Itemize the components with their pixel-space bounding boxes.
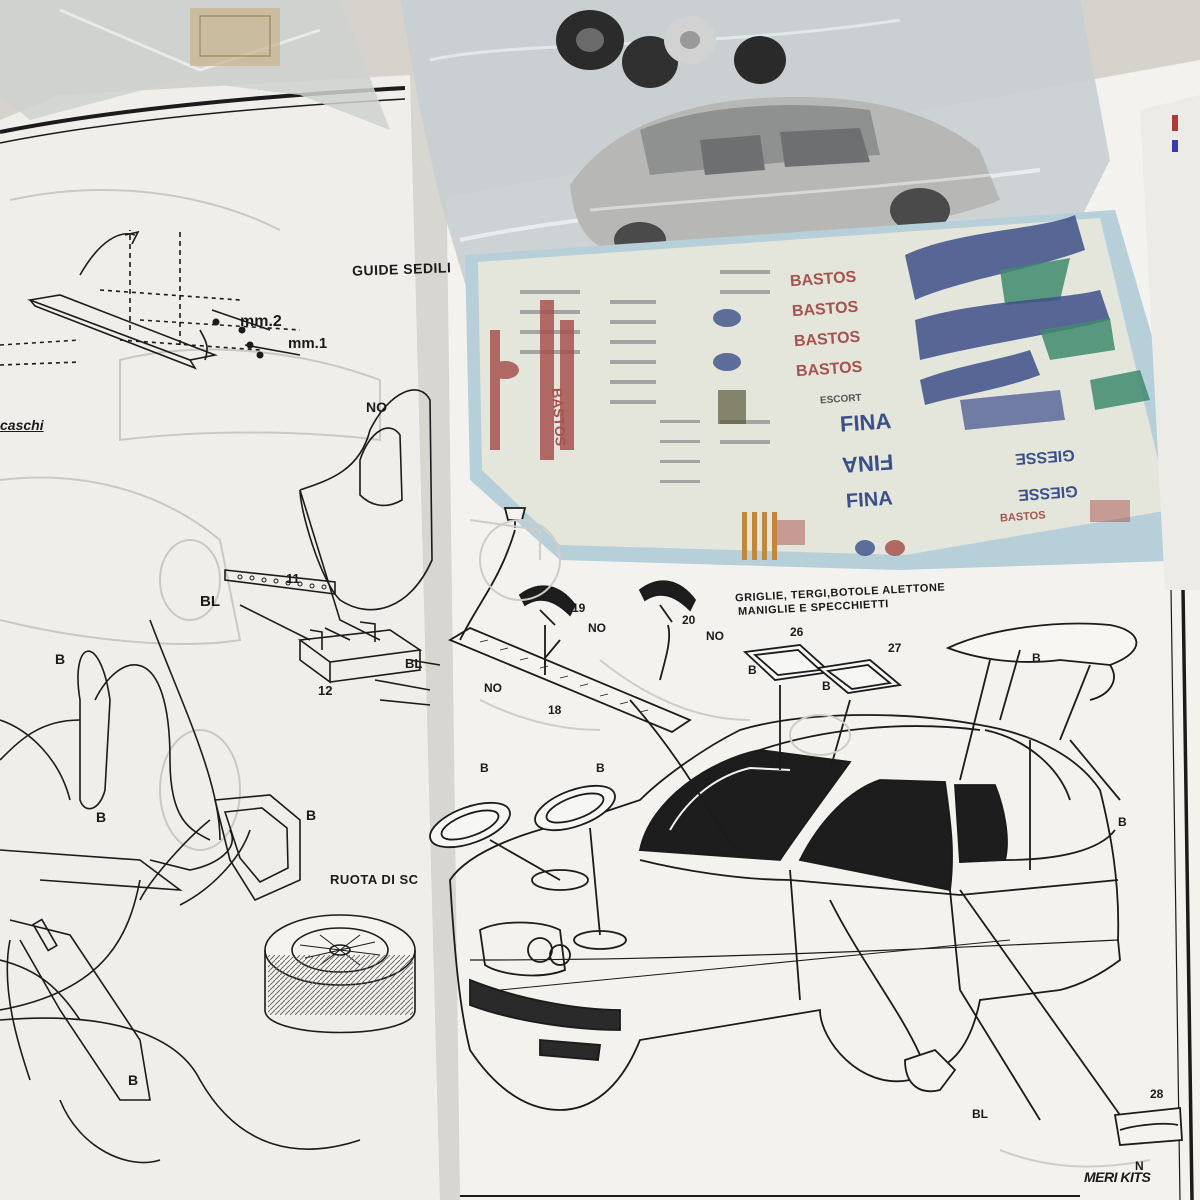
- label-b-hoop: B: [306, 807, 317, 823]
- guide-sedili-title: GUIDE SEDILI: [351, 259, 452, 279]
- part-number-11: 11: [286, 571, 300, 586]
- label-caschi: caschi: [0, 417, 44, 433]
- label-b-cage-bottom: B: [128, 1072, 139, 1088]
- label-b-spoiler: B: [1032, 651, 1041, 665]
- part-number-19: 19: [572, 601, 586, 615]
- part-number-12: 12: [318, 683, 333, 698]
- label-no-19: NO: [588, 621, 606, 635]
- label-no-18: NO: [484, 681, 502, 695]
- part-number-18: 18: [548, 703, 562, 717]
- label-mm1: mm.1: [288, 335, 328, 352]
- label-no-20: NO: [706, 629, 724, 643]
- label-bl-bracket: BL: [200, 593, 220, 610]
- label-bl-base: BL: [405, 656, 423, 671]
- label-b-cage-mid: B: [96, 809, 107, 825]
- label-n-28: N: [1135, 1159, 1144, 1173]
- label-b-vent-1: B: [480, 761, 489, 775]
- part-number-28: 28: [1150, 1087, 1164, 1101]
- metal-car-body: [570, 96, 1000, 258]
- label-b-rear: B: [1118, 815, 1127, 829]
- label-b-cage-top: B: [55, 651, 66, 667]
- label-b-hatch-26: B: [748, 663, 757, 677]
- label-b-hatch-27: B: [822, 679, 831, 693]
- part-number-26: 26: [790, 625, 804, 639]
- part-number-20: 20: [682, 613, 696, 627]
- label-bl-mirror: BL: [972, 1107, 988, 1121]
- meri-kits-logo: MERI KITS: [1084, 1169, 1151, 1185]
- label-mm2: mm.2: [240, 313, 282, 330]
- label-no-seat: NO: [366, 399, 387, 415]
- part-number-27: 27: [888, 641, 902, 655]
- label-b-vent-2: B: [596, 761, 605, 775]
- ruota-di-scorta-title: RUOTA DI SC: [330, 872, 419, 887]
